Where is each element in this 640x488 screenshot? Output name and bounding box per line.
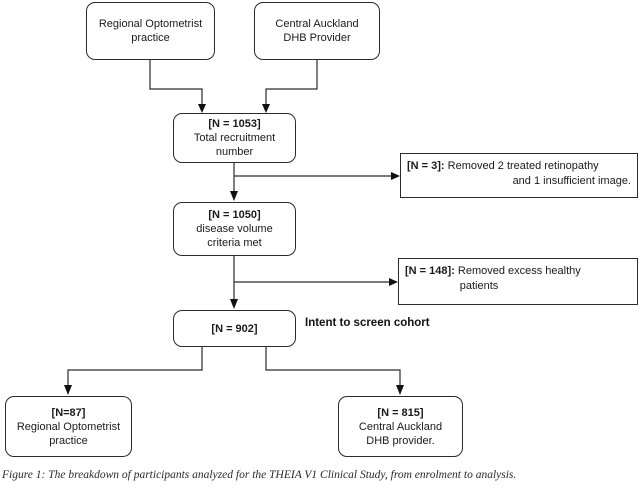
arrowhead-intent-to-out-dhb bbox=[396, 385, 404, 395]
node-line-2: disease volume bbox=[196, 223, 273, 235]
exclusion-box-removed-148[interactable]: [N = 148]: Removed excess healthy patien… bbox=[398, 258, 638, 305]
edge-dhb-to-recruit bbox=[265, 60, 318, 105]
edge-optom-to-recruit bbox=[149, 60, 203, 105]
node-regional-optometrist-practice[interactable]: Regional Optometrist practice bbox=[86, 2, 215, 60]
node-outcome-central-auckland-dhb[interactable]: [N = 815] Central Auckland DHB provider. bbox=[338, 396, 463, 457]
node-line-2: Regional Optometrist bbox=[16, 420, 121, 433]
node-line-1: Regional Optometrist bbox=[98, 18, 203, 30]
arrowhead-intent-to-out-optom bbox=[64, 385, 72, 395]
figure-caption: Figure 1: The breakdown of participants … bbox=[2, 469, 517, 481]
exclusion-reason: Removed 2 treated retinopathy bbox=[444, 160, 599, 172]
exclusion-box-removed-3[interactable]: [N = 3]: Removed 2 treated retinopathy a… bbox=[400, 153, 638, 198]
arrowhead-dhb-to-recruit bbox=[262, 104, 270, 113]
arrowhead-recruit-to-excl3 bbox=[391, 172, 400, 180]
node-line-3: number bbox=[215, 146, 254, 158]
exclusion-count-tag: [N = 148]: bbox=[405, 265, 455, 277]
node-count-label: [N=87] bbox=[51, 406, 86, 419]
node-intent-to-screen[interactable]: [N = 902] bbox=[173, 310, 296, 347]
node-disease-volume-criteria-met[interactable]: [N = 1050] disease volume criteria met bbox=[173, 202, 296, 256]
node-outcome-regional-optometrist[interactable]: [N=87] Regional Optometrist practice bbox=[5, 396, 132, 457]
node-line-2: practice bbox=[131, 32, 170, 44]
node-count-label: [N = 1050] bbox=[208, 209, 261, 221]
node-line-2: Total recruitment bbox=[193, 132, 276, 144]
exclusion-count-tag: [N = 3]: bbox=[407, 160, 445, 172]
node-line-2: Central Auckland bbox=[358, 420, 443, 433]
arrowhead-disease-to-excl148 bbox=[389, 278, 398, 286]
arrowhead-recruit-to-disease bbox=[230, 191, 238, 201]
exclusion-line-1: [N = 148]: Removed excess healthy bbox=[405, 264, 631, 279]
node-line-3: DHB provider. bbox=[366, 434, 435, 447]
node-line-2: DHB Provider bbox=[283, 32, 351, 44]
edge-intent-to-out-optom bbox=[67, 347, 203, 386]
label-intent-to-screen-cohort: Intent to screen cohort bbox=[305, 317, 430, 329]
node-count-label: [N = 902] bbox=[211, 322, 258, 335]
arrowhead-optom-to-recruit bbox=[198, 104, 206, 113]
node-line-3: practice bbox=[49, 434, 88, 447]
node-central-auckland-dhb-provider[interactable]: Central Auckland DHB Provider bbox=[254, 2, 380, 60]
node-line-1: Central Auckland bbox=[275, 18, 359, 30]
arrowhead-disease-to-intent bbox=[230, 299, 238, 309]
exclusion-line-2: and 1 insufficient image. bbox=[512, 175, 631, 187]
node-line-3: criteria met bbox=[207, 237, 262, 249]
node-count-label: [N = 815] bbox=[377, 406, 424, 419]
edge-intent-to-out-dhb bbox=[265, 347, 401, 386]
exclusion-reason: Removed excess healthy bbox=[454, 265, 581, 277]
exclusion-line-2: patients bbox=[459, 280, 499, 292]
exclusion-line-1: [N = 3]: Removed 2 treated retinopathy bbox=[407, 159, 631, 174]
node-total-recruitment[interactable]: [N = 1053] Total recruitment number bbox=[173, 113, 296, 163]
node-count-label: [N = 1053] bbox=[208, 118, 261, 130]
